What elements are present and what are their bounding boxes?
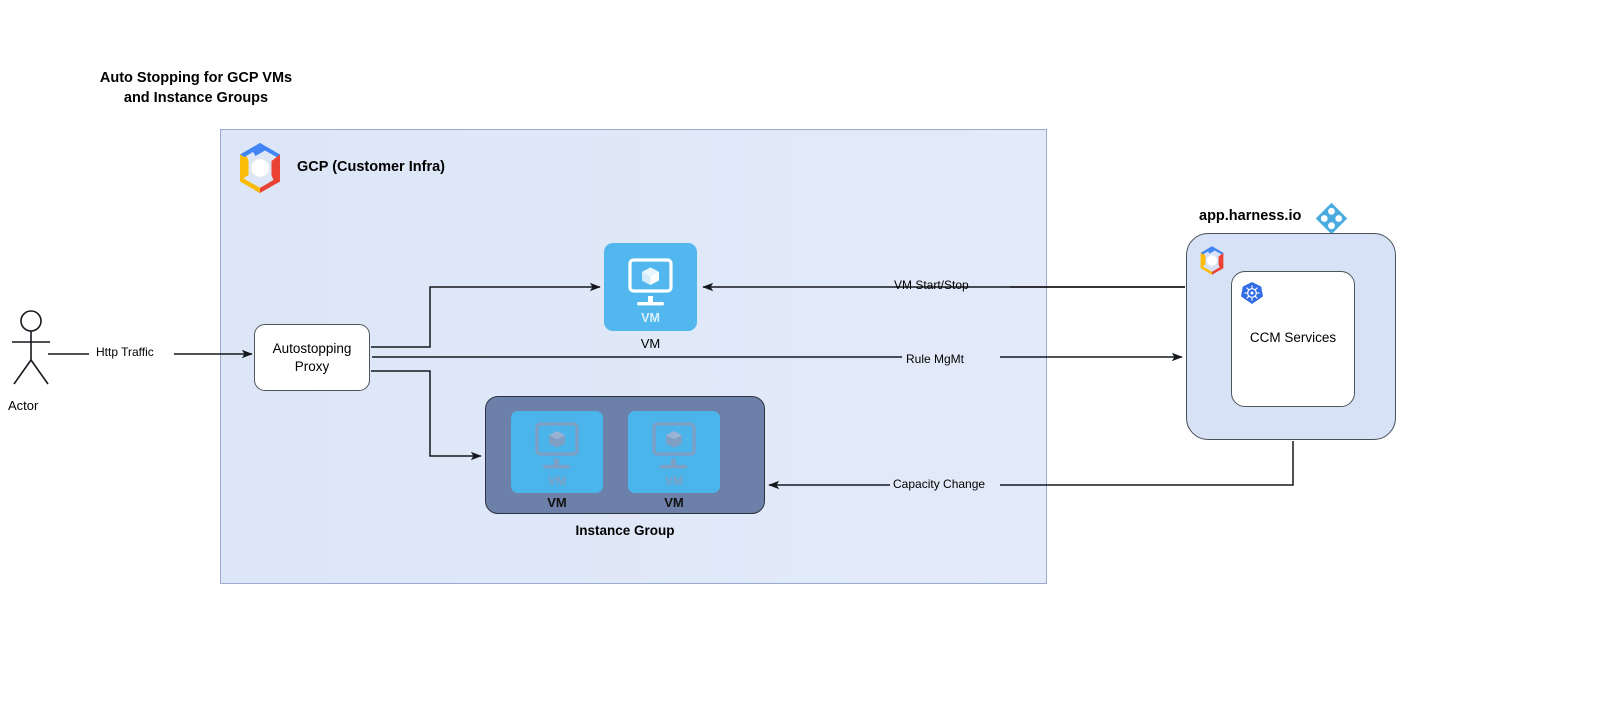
instance-group-vm-2-inner-label: VM bbox=[665, 474, 683, 488]
vm-monitor-cube-icon bbox=[652, 422, 696, 469]
vm-node[interactable]: VM bbox=[604, 243, 697, 331]
edge-label-vm-start-stop: VM Start/Stop bbox=[894, 278, 969, 292]
ccm-services-label: CCM Services bbox=[1249, 330, 1337, 345]
actor-label: Actor bbox=[8, 398, 39, 413]
gcp-container-label: GCP (Customer Infra) bbox=[297, 159, 445, 175]
instance-group-vm-2[interactable]: VM bbox=[628, 411, 720, 493]
edge-label-capacity-change: Capacity Change bbox=[893, 477, 986, 491]
instance-group-vm-2-caption: VM bbox=[664, 495, 684, 510]
autostopping-proxy-node[interactable]: Autostopping Proxy bbox=[254, 324, 370, 391]
edge-proxy-to-instance-group bbox=[371, 370, 482, 461]
vm-monitor-cube-icon bbox=[628, 258, 673, 306]
gcp-logo-icon bbox=[232, 139, 288, 197]
actor-stick-figure-icon bbox=[5, 310, 60, 390]
vm-caption: VM bbox=[640, 336, 661, 351]
vm-monitor-cube-icon bbox=[535, 422, 579, 469]
page-title: Auto Stopping for GCP VMs and Instance G… bbox=[99, 70, 293, 106]
gcp-logo-icon bbox=[1196, 244, 1228, 277]
edge-proxy-to-vm bbox=[371, 282, 601, 348]
instance-group-vm-1-caption: VM bbox=[547, 495, 567, 510]
instance-group-caption: Instance Group bbox=[575, 523, 675, 538]
edge-label-http-traffic: Http Traffic bbox=[96, 345, 154, 359]
instance-group-vm-1-inner-label: VM bbox=[548, 474, 566, 488]
instance-group-vm-1[interactable]: VM bbox=[511, 411, 603, 493]
edge-capacity-change-right bbox=[1000, 441, 1294, 486]
edge-label-rule-mgmt: Rule MgMt bbox=[906, 352, 965, 366]
instance-group-node[interactable]: VM VM VM VM bbox=[485, 396, 765, 514]
kubernetes-helm-wheel-icon bbox=[1240, 281, 1264, 305]
vm-inner-label: VM bbox=[641, 311, 660, 325]
harness-title: app.harness.io bbox=[1199, 208, 1302, 224]
